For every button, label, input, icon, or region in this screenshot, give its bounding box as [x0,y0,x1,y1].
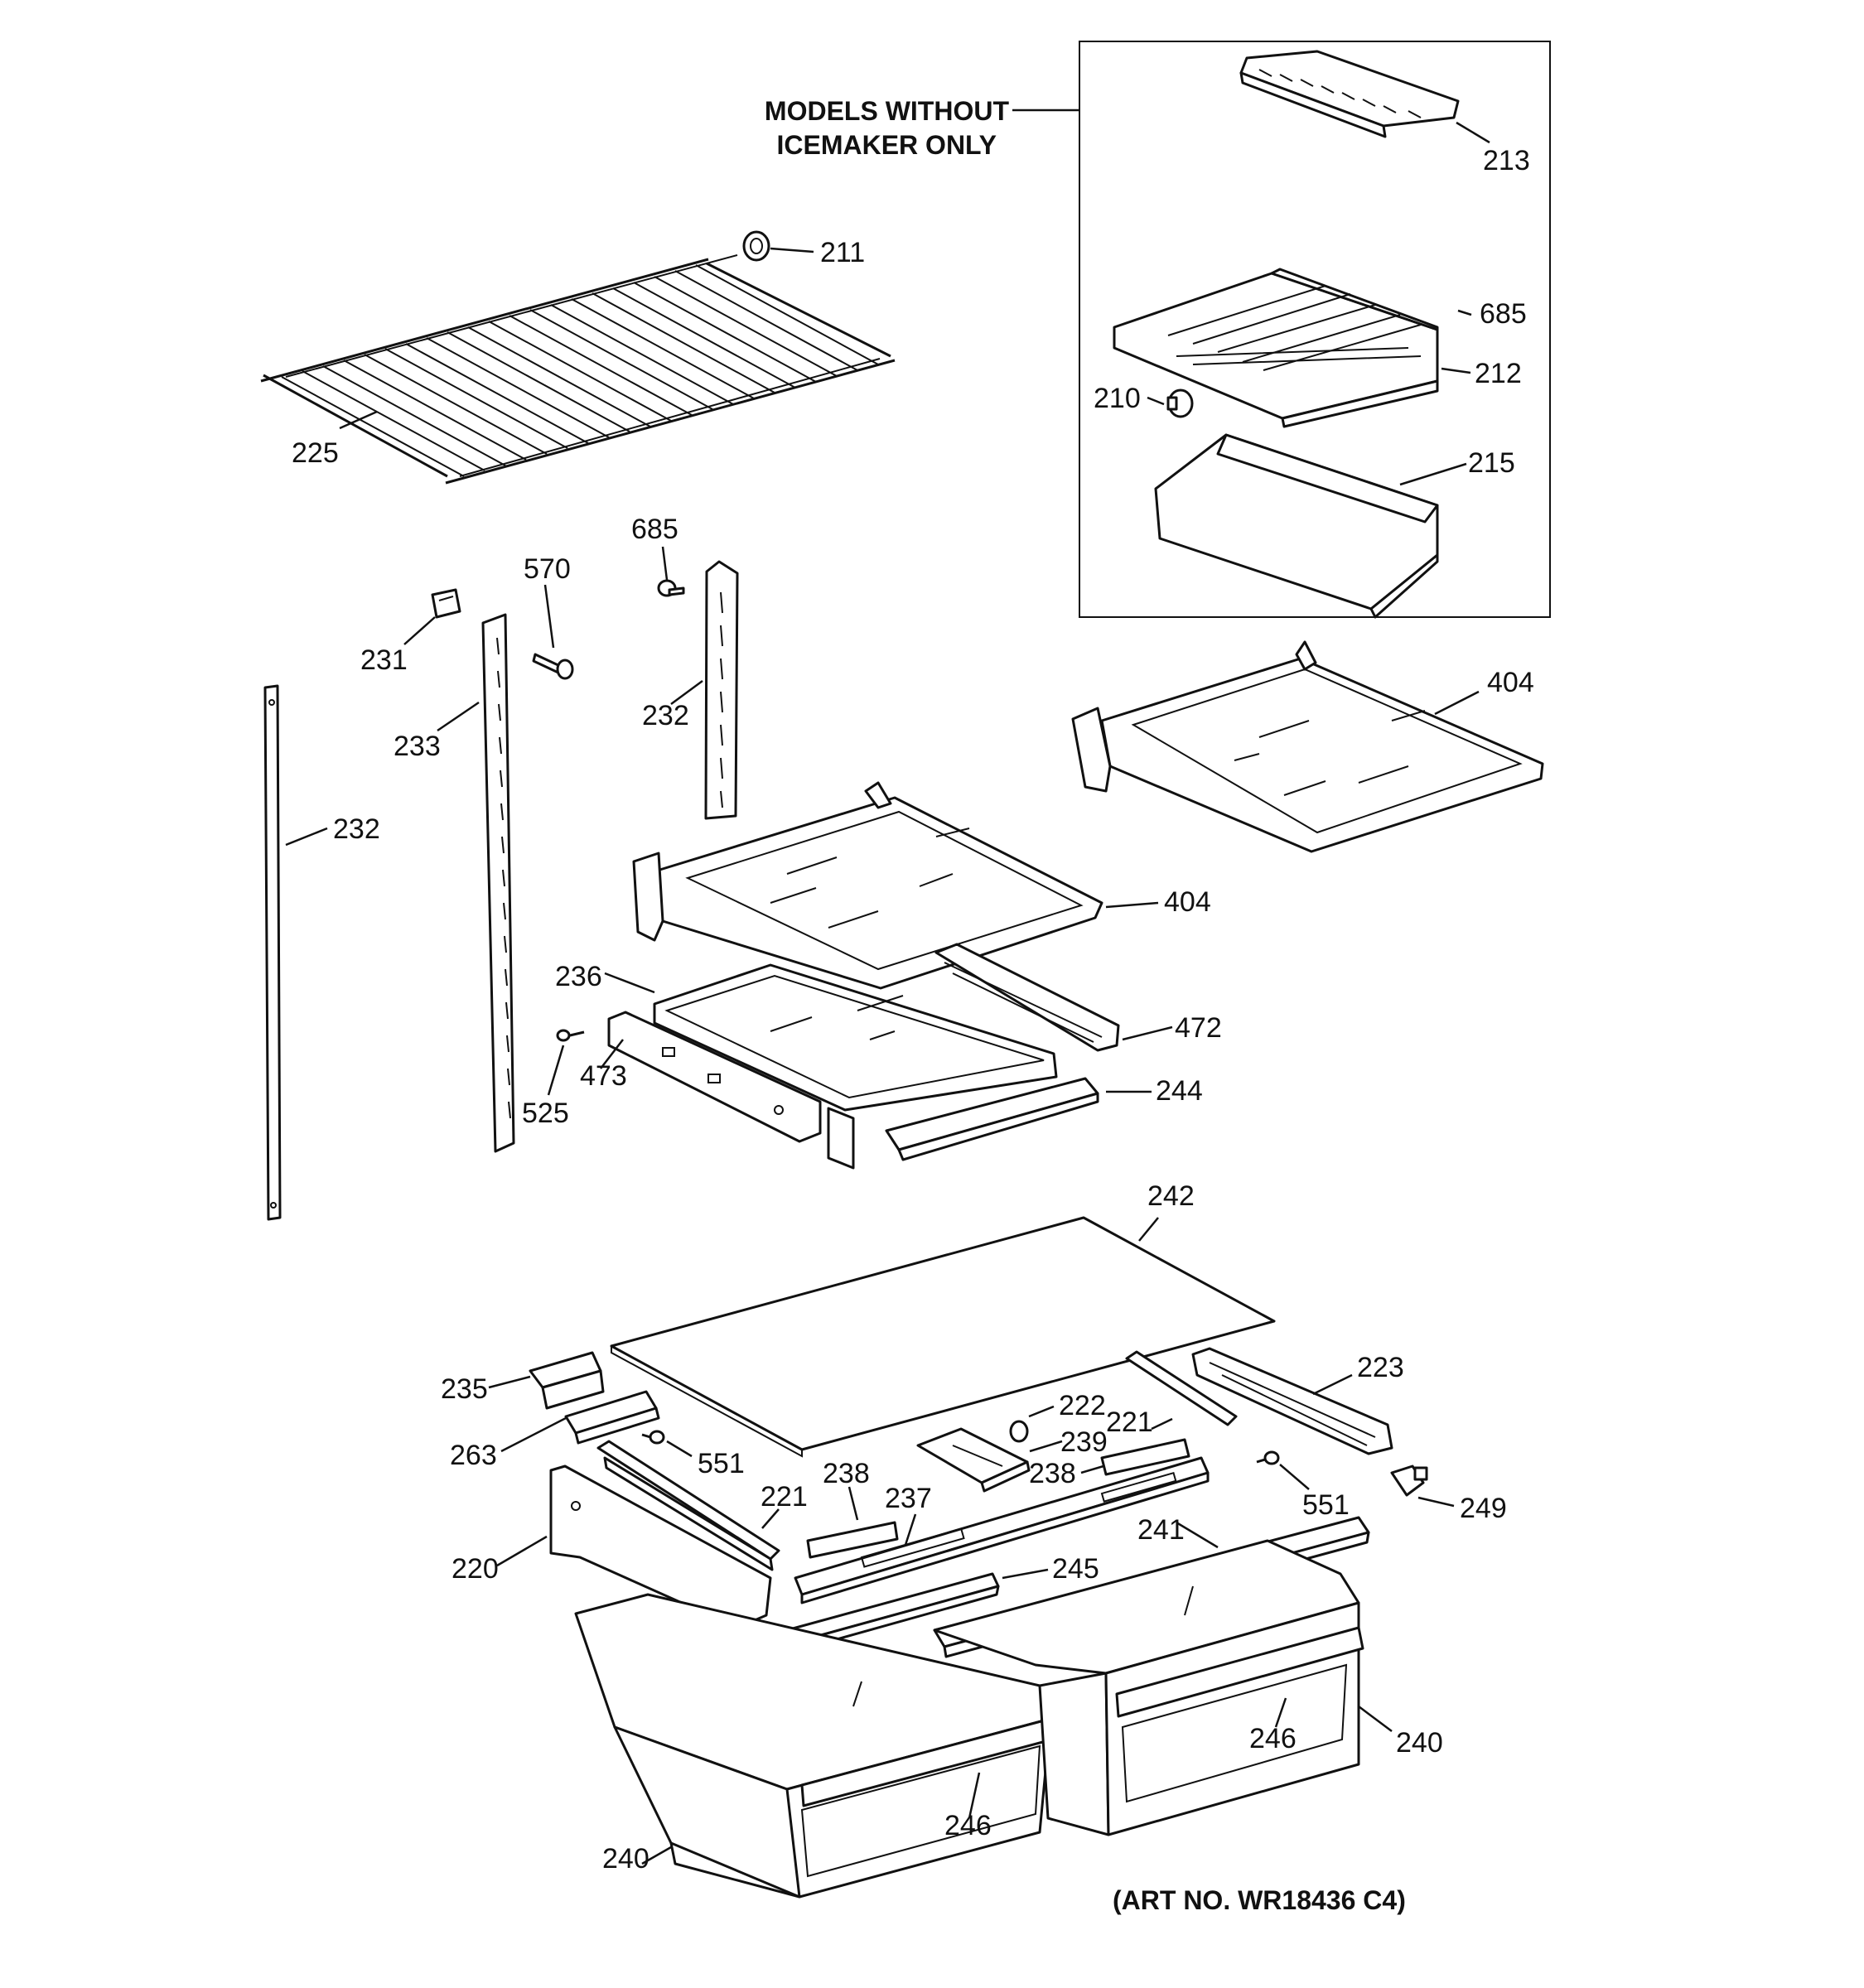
callout-237: 237 [885,1483,932,1514]
ice-tray-213 [1239,50,1460,138]
rail-233 [481,613,515,1153]
callout-685-inset: 685 [1480,298,1527,330]
slide-rail-473 [607,1011,822,1143]
cap-231 [431,588,461,619]
glass-shelf-404-upper [1071,640,1544,853]
callout-240-left: 240 [602,1843,650,1875]
support-235 [529,1351,605,1410]
ice-tray-rack-212 [1113,268,1439,428]
screw-551-right [1256,1450,1280,1465]
label-238-left [806,1521,899,1559]
wire-shelf-225 [260,254,896,485]
callout-220: 220 [452,1553,499,1585]
inset-label-line1: MODELS WITHOUT [765,96,1010,126]
callout-225: 225 [292,437,339,469]
rail-232-right [704,560,739,820]
slide-rail-223 [1191,1347,1393,1455]
callout-685: 685 [631,514,678,545]
callout-244: 244 [1156,1075,1203,1107]
callout-238-right: 238 [1029,1458,1076,1489]
support-221-right-top [1125,1350,1238,1426]
label-238-right [1100,1438,1190,1476]
drawer-cover-236 [653,963,1058,1170]
callout-472: 472 [1175,1012,1222,1044]
callout-213: 213 [1483,145,1530,176]
callout-236: 236 [555,961,602,992]
callout-246-right: 246 [1249,1723,1297,1754]
callout-215: 215 [1468,447,1515,479]
rail-232-left [263,684,282,1221]
crisper-drawer-240-right [933,1539,1364,1836]
callout-263: 263 [450,1440,497,1471]
screw-570 [532,653,574,680]
callout-222: 222 [1059,1390,1106,1421]
callout-551-left: 551 [698,1448,745,1479]
callout-242: 242 [1147,1180,1195,1212]
callout-241: 241 [1137,1514,1185,1546]
knob-210 [1166,388,1194,418]
drawer-front-244 [885,1077,1099,1161]
callout-210: 210 [1094,383,1141,414]
icemaker-inset-frame [1079,41,1551,618]
callout-239: 239 [1060,1426,1108,1458]
screw-551-left [641,1430,665,1445]
callout-570: 570 [524,553,571,585]
callout-211: 211 [820,237,865,268]
callout-232-right: 232 [642,700,689,731]
screw-525 [556,1029,585,1042]
cross-member-237 [794,1456,1210,1604]
glass-shelf-404-lower [632,781,1103,990]
callout-235: 235 [441,1373,488,1405]
crisper-glass-cover-242 [610,1216,1276,1458]
callout-233: 233 [394,731,441,762]
callout-221-right: 221 [1106,1407,1153,1438]
support-263 [564,1390,660,1445]
slide-rail-472 [934,943,1120,1052]
callout-473: 473 [580,1060,627,1092]
support-221-left [596,1440,780,1571]
callout-404-lower: 404 [1164,886,1211,918]
bushing-211 [742,230,770,262]
screw-685 [657,579,685,597]
callout-238-left: 238 [823,1458,870,1489]
callout-245: 245 [1052,1553,1099,1585]
callout-221-left: 221 [761,1481,808,1513]
callout-240-right: 240 [1396,1727,1443,1759]
callout-246-left: 246 [944,1810,992,1841]
callout-551-right: 551 [1302,1489,1350,1521]
callout-525: 525 [522,1098,569,1129]
callout-249: 249 [1460,1493,1507,1524]
bracket-239 [916,1427,1031,1493]
ice-bin-215 [1154,433,1439,619]
inset-label-line2: ICEMAKER ONLY [776,130,997,160]
callout-231: 231 [360,644,408,676]
callout-232-left: 232 [333,813,380,845]
clip-249 [1390,1464,1428,1497]
callout-404-upper: 404 [1487,667,1534,698]
crisper-drawer-240-left [574,1593,1054,1899]
callout-212: 212 [1475,358,1522,389]
callout-223: 223 [1357,1352,1404,1383]
roller-222 [1009,1420,1029,1443]
art-number: (ART NO. WR18436 C4) [1113,1885,1406,1915]
